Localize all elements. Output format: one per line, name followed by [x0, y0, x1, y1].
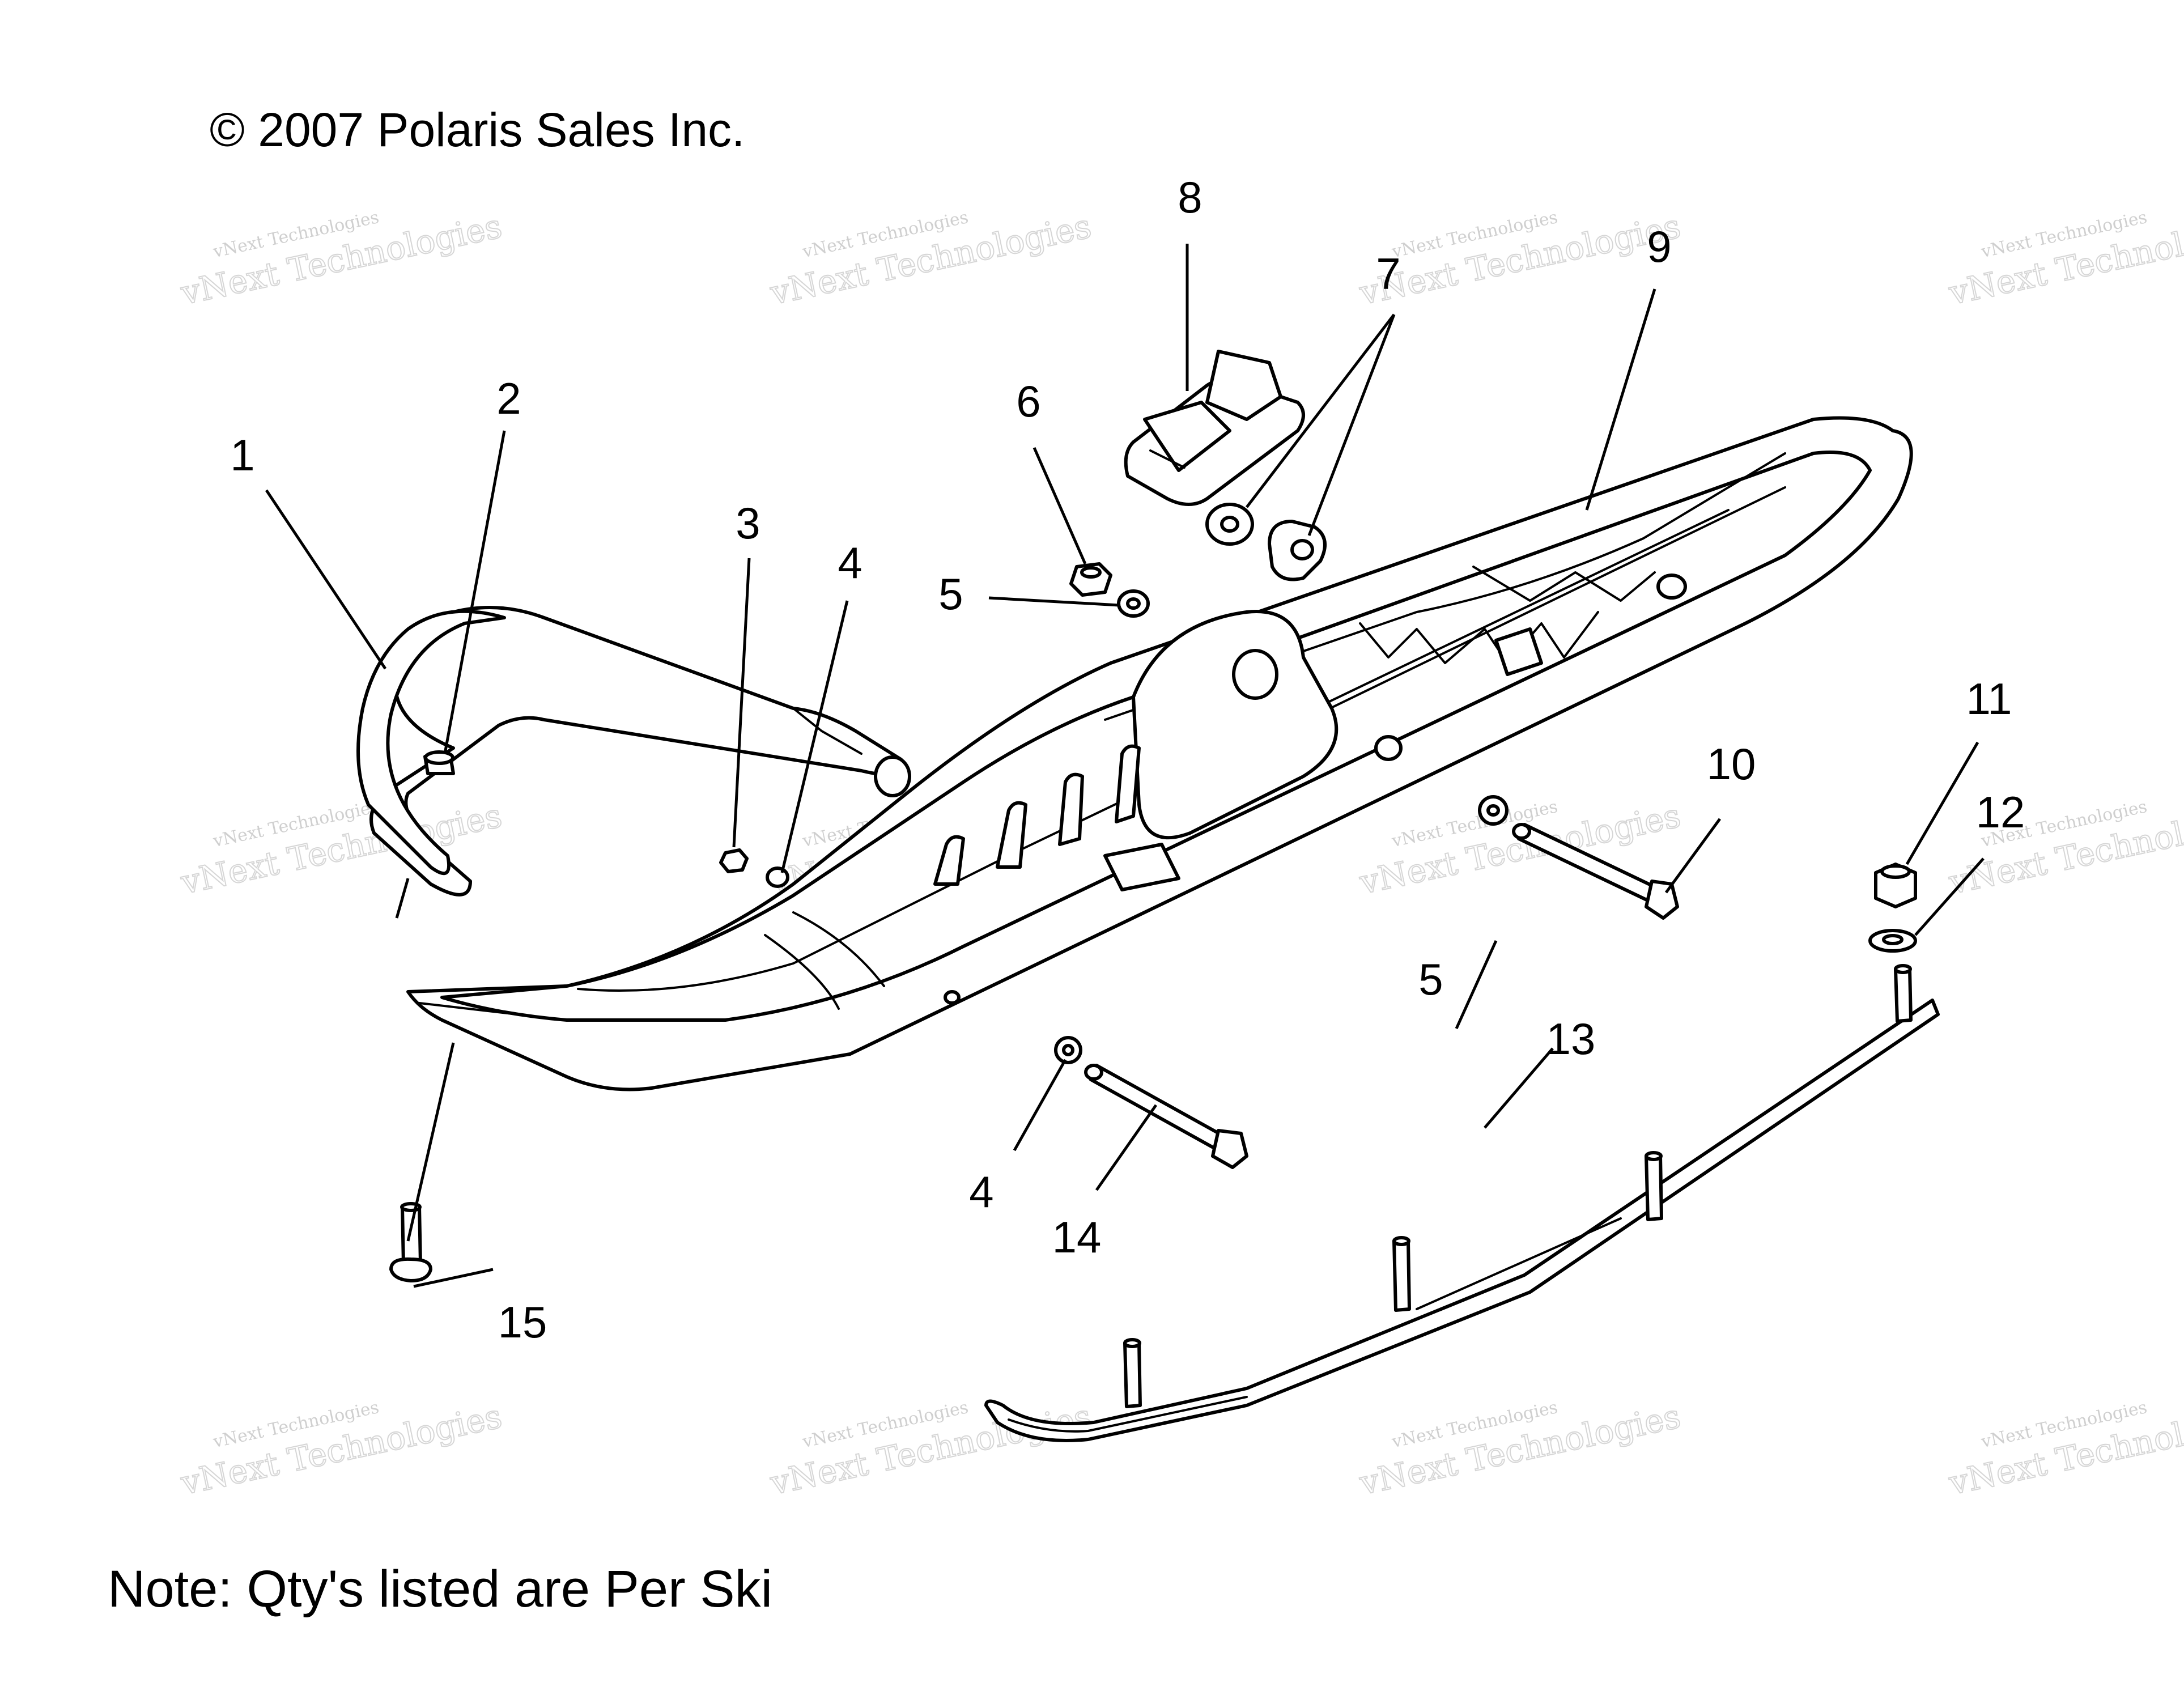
watermark: vNext Technologies vNext Technologies: [1945, 1396, 2184, 1503]
part-9-ski-body: [406, 416, 1913, 1091]
part-1-handle: [356, 606, 911, 897]
watermark: vNext Technologies vNext Technologies: [177, 1396, 506, 1503]
callout-4-lower: 4: [969, 1167, 993, 1217]
callout-11: 11: [1966, 674, 2012, 724]
svg-text:vNext Technologies: vNext Technologies: [1945, 1397, 2184, 1503]
watermark: vNext Technologies vNext Technologies: [177, 206, 506, 313]
callout-1: 1: [230, 430, 254, 480]
note: Note: Qty's listed are Per Ski: [108, 1560, 772, 1618]
part-5-washer-lower: [1478, 795, 1509, 826]
callout-15: 15: [498, 1297, 547, 1347]
callout-2: 2: [496, 373, 521, 423]
callout-13: 13: [1546, 1014, 1596, 1064]
part-15-pin: [389, 1202, 432, 1282]
part-3-nut: [719, 848, 749, 873]
part-2-bushing: [423, 750, 455, 775]
leader-lines: [265, 244, 1985, 1288]
callout-3: 3: [736, 498, 760, 548]
part-4-washer-top: [766, 866, 789, 888]
watermark: vNext Technologies vNext Technologies: [1945, 206, 2184, 313]
watermark: vNext Technologies vNext Technologies: [766, 206, 1095, 313]
callout-10: 10: [1707, 739, 1756, 789]
callout-7: 7: [1376, 249, 1400, 299]
part-4-washer-lower: [1054, 1036, 1082, 1064]
watermark: vNext Technologies vNext Technologies: [1356, 1396, 1685, 1503]
part-10-bolt: [1512, 823, 1679, 920]
part-14-bolt: [1084, 1064, 1248, 1169]
callout-4: 4: [838, 538, 862, 588]
callout-5: 5: [938, 569, 963, 619]
watermark: vNext Technologies vNext Technologies: [1356, 206, 1685, 313]
callout-14: 14: [1052, 1212, 1102, 1262]
copyright: © 2007 Polaris Sales Inc.: [210, 103, 745, 156]
part-5-washer-top: [1117, 589, 1150, 618]
part-7-washers: [1205, 503, 1327, 581]
part-12-washer: [1868, 929, 1917, 953]
part-8-bumper: [1124, 350, 1305, 506]
part-6-nut: [1069, 562, 1112, 597]
callout-6: 6: [1016, 376, 1040, 426]
callout-9: 9: [1647, 222, 1671, 271]
callout-8: 8: [1178, 172, 1202, 222]
callout-5-lower: 5: [1418, 954, 1443, 1004]
part-11-locknut: [1874, 863, 1917, 908]
svg-text:vNext Technologies: vNext Technologies: [1945, 207, 2184, 313]
callout-12: 12: [1976, 787, 2025, 837]
callout-labels: 1 2 3 4 5 6 7 8 9 10 11 12 13 5 4 14 15: [230, 172, 2025, 1347]
part-13-carbide: [984, 964, 1940, 1442]
